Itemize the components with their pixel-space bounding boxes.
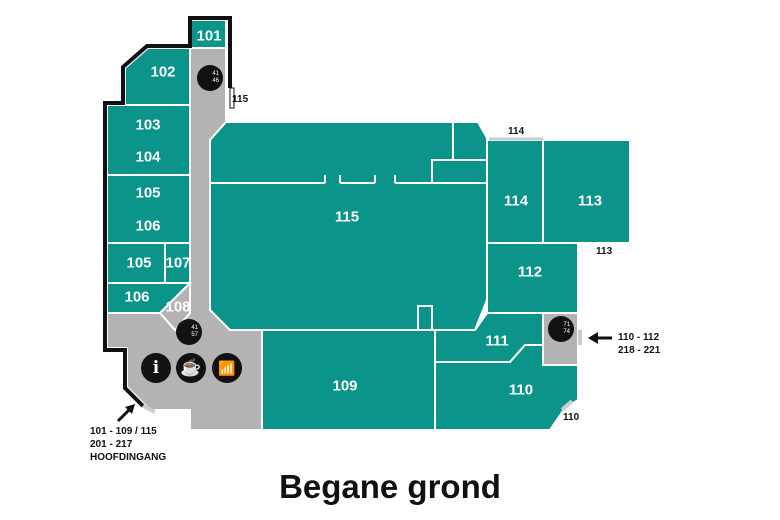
floor-title: Begane grond bbox=[279, 468, 501, 505]
room-label: 107 bbox=[165, 254, 191, 272]
room-101 bbox=[189, 19, 227, 49]
stair-number: 41 bbox=[191, 325, 198, 331]
entrance-rooms: 101 - 109 / 115 bbox=[90, 426, 157, 437]
door-label: 115 bbox=[232, 94, 249, 105]
room-label: 106 bbox=[124, 288, 150, 306]
info-icon: i bbox=[141, 353, 171, 383]
room-label: 109 bbox=[332, 377, 358, 395]
coffee-icon: ☕ bbox=[176, 353, 206, 383]
door-label: 113 bbox=[596, 246, 613, 257]
room-108 bbox=[158, 280, 191, 332]
room-110 bbox=[434, 344, 579, 431]
arrow-icon bbox=[588, 332, 612, 344]
room-label: 104 bbox=[135, 148, 161, 166]
arrow-icon bbox=[116, 404, 135, 423]
room-label: 101 bbox=[196, 27, 222, 45]
room-label: 102 bbox=[150, 63, 176, 81]
room-112 bbox=[486, 242, 579, 314]
entrance-name: HOOFDINGANG bbox=[90, 452, 167, 463]
door-label: 110 bbox=[563, 412, 580, 423]
room-label: 105 bbox=[126, 254, 152, 272]
room-103-104 bbox=[106, 104, 191, 176]
stair-number: 46 bbox=[212, 78, 219, 84]
stair-number: 41 bbox=[212, 71, 219, 77]
room-label: 115 bbox=[334, 208, 360, 226]
room-label: 112 bbox=[517, 263, 543, 281]
entrance-rooms: 218 - 221 bbox=[618, 345, 661, 356]
entrance-rooms: 201 - 217 bbox=[90, 439, 133, 450]
wifi-lounge-icon: 📶 bbox=[212, 353, 242, 383]
room-label: 113 bbox=[577, 192, 603, 210]
stair-number: 57 bbox=[191, 332, 198, 338]
stair-number: 74 bbox=[563, 329, 570, 335]
entrance-rooms: 110 - 112 bbox=[618, 332, 660, 343]
room-label: 114 bbox=[503, 192, 529, 210]
east-entrance-label: 110 - 112 218 - 221 bbox=[618, 331, 660, 357]
room-113 bbox=[542, 139, 631, 244]
room-label: 103 bbox=[135, 116, 161, 134]
room-105-106 bbox=[106, 174, 191, 244]
door-label: 114 bbox=[508, 126, 525, 137]
building-outline bbox=[103, 16, 232, 408]
stair-number: 71 bbox=[563, 322, 570, 328]
room-109 bbox=[261, 329, 436, 431]
room-114 bbox=[486, 139, 544, 244]
room-label: 106 bbox=[135, 217, 161, 235]
room-label: 110 bbox=[508, 381, 534, 399]
room-label: 105 bbox=[135, 184, 161, 202]
room-115 bbox=[209, 121, 488, 331]
room-label: 111 bbox=[485, 332, 509, 350]
room-label: 108 bbox=[165, 298, 191, 316]
